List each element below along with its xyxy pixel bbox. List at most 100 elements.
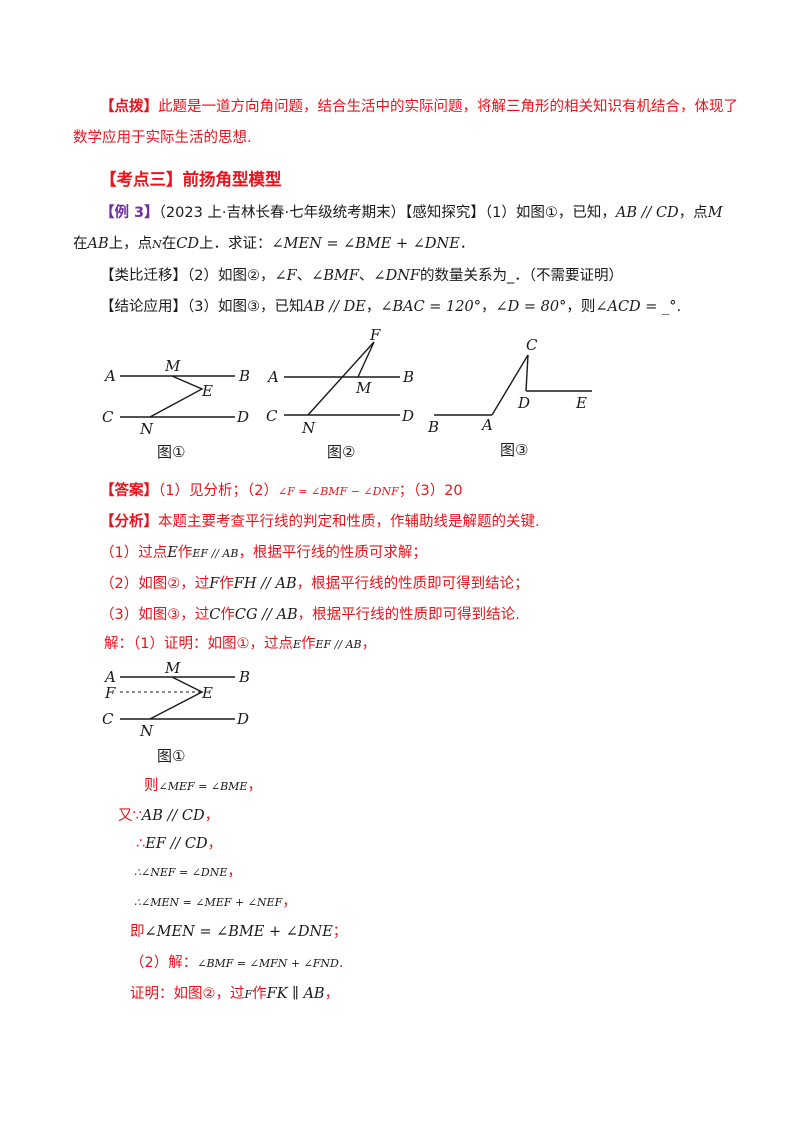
- example-point-n: N: [152, 238, 162, 251]
- fig4-label-m: M: [164, 659, 181, 677]
- q2-text: 【类比迁移】（2）如图②，: [100, 268, 275, 284]
- example-text-b: 上，点: [108, 236, 153, 252]
- sol-l2-post: ，: [204, 808, 220, 824]
- analysis-s2-mid: 作: [219, 576, 234, 592]
- fig4-label-f: F: [104, 684, 116, 702]
- fig1-label-c: C: [102, 408, 114, 426]
- sol-l1-eq: ∠MEF = ∠BME: [158, 780, 248, 793]
- fig1-label-e: E: [201, 382, 213, 400]
- fig2-label-a: A: [266, 368, 279, 386]
- example-ab: AB: [87, 236, 109, 252]
- analysis-s2-pre: （2）如图②，过: [100, 576, 210, 592]
- analysis-s3-c: C: [209, 607, 221, 623]
- tip-label: 【点拨】: [100, 99, 158, 115]
- example-text-a: 在: [73, 236, 88, 252]
- fig4-label-d: D: [236, 710, 249, 728]
- fig3-label-c: C: [526, 336, 538, 354]
- fig4-label-c: C: [102, 710, 114, 728]
- q3-angle-bac: ∠BAC = 120°: [380, 299, 481, 315]
- q3-cond: AB // DE: [303, 299, 366, 315]
- fig2-label-m: M: [355, 379, 372, 397]
- example-text-end: ．: [459, 236, 475, 252]
- sol-l6-pre: 即: [130, 924, 145, 940]
- solution-line-8: 证明：如图②，过F作FK ∥ AB，: [130, 984, 339, 1005]
- fig3-label-d: D: [517, 394, 530, 412]
- figure-1: A M B E C N D 图①: [102, 357, 250, 461]
- analysis-step-2: （2）如图②，过F作FH // AB，根据平行线的性质即可得到结论；: [100, 574, 529, 594]
- fig4-label-b: B: [238, 668, 250, 686]
- q3-comma-1: ，: [365, 299, 381, 315]
- q3-angle-acd: ∠ACD = _°: [595, 299, 677, 315]
- solution-line-6: 即∠MEN = ∠BME + ∠DNE；: [130, 922, 347, 942]
- analysis-s1-eq: EF // AB: [192, 547, 239, 560]
- analysis-s2-eq: FH // AB: [233, 576, 297, 592]
- example-line-2: 在AB上，点N在CD上．求证：∠MEN = ∠BME + ∠DNE．: [73, 234, 474, 255]
- analysis-s3-pre: （3）如图③，过: [100, 607, 210, 623]
- analysis-s2-f: F: [209, 576, 220, 592]
- answer-text-1: （1）见分析；（2）: [158, 483, 278, 499]
- analysis-s1-mid: 作: [177, 545, 193, 561]
- q2-angle-f: ∠F: [274, 268, 297, 284]
- figure-4: A M B F E C N D 图①: [102, 659, 250, 765]
- analysis-s3-post: ，根据平行线的性质即可得到结论.: [297, 607, 520, 623]
- answer-line: 【答案】（1）见分析；（2）∠F = ∠BMF − ∠DNF；（3）20: [100, 481, 463, 502]
- fig2-label-f: F: [369, 326, 381, 344]
- example-line-1: 【例 3】（2023 上·吉林长春·七年级统考期末）【感知探究】（1）如图①，已…: [100, 203, 723, 223]
- q3-then: ，则: [566, 299, 596, 315]
- fig2-label-n: N: [301, 419, 316, 437]
- example-point-text: ，点: [678, 205, 708, 221]
- sol-l4-post: ，: [227, 864, 242, 880]
- analysis-s3-mid: 作: [220, 607, 235, 623]
- fig1-label-m: M: [164, 357, 181, 375]
- fig4-label-a: A: [103, 668, 116, 686]
- sol-l8-eq: FK ∥ AB: [266, 986, 325, 1002]
- sol-l1-pre: 则: [144, 778, 159, 794]
- sol-l8-pre: 证明：如图②，过: [130, 986, 245, 1002]
- sol-l3-pre: ∴: [136, 836, 146, 852]
- figure-2: F A M B C N D 图②: [266, 326, 414, 461]
- fig2-caption: 图②: [327, 443, 355, 461]
- fig4-caption: 图①: [157, 747, 185, 765]
- sol-l7-eq: ∠BMF = ∠MFN + ∠FND: [197, 957, 339, 970]
- q3-angle-d: ∠D = 80°: [495, 299, 567, 315]
- sol-l4-eq: ∴∠NEF = ∠DNE: [134, 866, 228, 879]
- example-line-3: 【类比迁移】（2）如图②，∠F、∠BMF、∠DNF的数量关系为_．（不需要证明）: [100, 266, 623, 286]
- fig3-label-a: A: [480, 416, 493, 434]
- q2-sep-1: 、: [296, 268, 312, 284]
- fig1-label-a: A: [103, 367, 116, 385]
- sol-l5-post: ，: [282, 894, 297, 910]
- example-cond-ab-cd: AB // CD: [615, 205, 679, 221]
- sol-l2-eq: AB // CD: [141, 808, 205, 824]
- sol-l1-post: ，: [247, 778, 262, 794]
- q2-angle-dnf: ∠DNF: [373, 268, 420, 284]
- solution-head-eq: EF // AB: [315, 638, 362, 651]
- analysis-s1-pre: （1）过点: [100, 545, 168, 561]
- sol-l6-post: ；: [332, 924, 348, 940]
- solution-head-e: E: [292, 638, 302, 651]
- example-source: （2023 上·吉林长春·七年级统考期末）【感知探究】（1）如图①，已知，: [158, 205, 616, 221]
- fig2-label-b: B: [402, 368, 414, 386]
- fig4-label-e: E: [201, 684, 213, 702]
- tip-text-2: 数学应用于实际生活的思想.: [73, 130, 252, 146]
- analysis-s1-e: E: [167, 545, 178, 561]
- fig1-label-n: N: [139, 420, 154, 438]
- sol-l7-pre: （2）解：: [130, 955, 198, 971]
- tip-line-2: 数学应用于实际生活的思想.: [73, 128, 252, 148]
- solution-line-5: ∴∠MEN = ∠MEF + ∠NEF，: [134, 892, 297, 913]
- analysis-s1-post: ，根据平行线的性质可求解；: [238, 545, 427, 561]
- example-text-c: 在: [161, 236, 177, 252]
- sol-l8-post: ，: [324, 986, 340, 1002]
- sol-l8-mid: 作: [252, 986, 267, 1002]
- example-cd: CD: [176, 236, 199, 252]
- analysis-step-1: （1）过点E作EF // AB，根据平行线的性质可求解；: [100, 543, 427, 564]
- sol-l6-eq: ∠MEN = ∠BME + ∠DNE: [144, 924, 333, 940]
- analysis-s3-eq: CG // AB: [234, 607, 298, 623]
- fig2-label-c: C: [266, 407, 278, 425]
- fig1-label-d: D: [236, 408, 249, 426]
- fig3-label-e: E: [575, 394, 587, 412]
- fig1-label-b: B: [238, 367, 250, 385]
- sol-l5-eq: ∴∠MEN = ∠MEF + ∠NEF: [134, 896, 283, 909]
- solution-line-7: （2）解：∠BMF = ∠MFN + ∠FND.: [130, 953, 344, 974]
- answer-equation: ∠F = ∠BMF − ∠DNF: [277, 485, 399, 498]
- example-line-4: 【结论应用】（3）如图③，已知AB // DE，∠BAC = 120°，∠D =…: [100, 297, 681, 317]
